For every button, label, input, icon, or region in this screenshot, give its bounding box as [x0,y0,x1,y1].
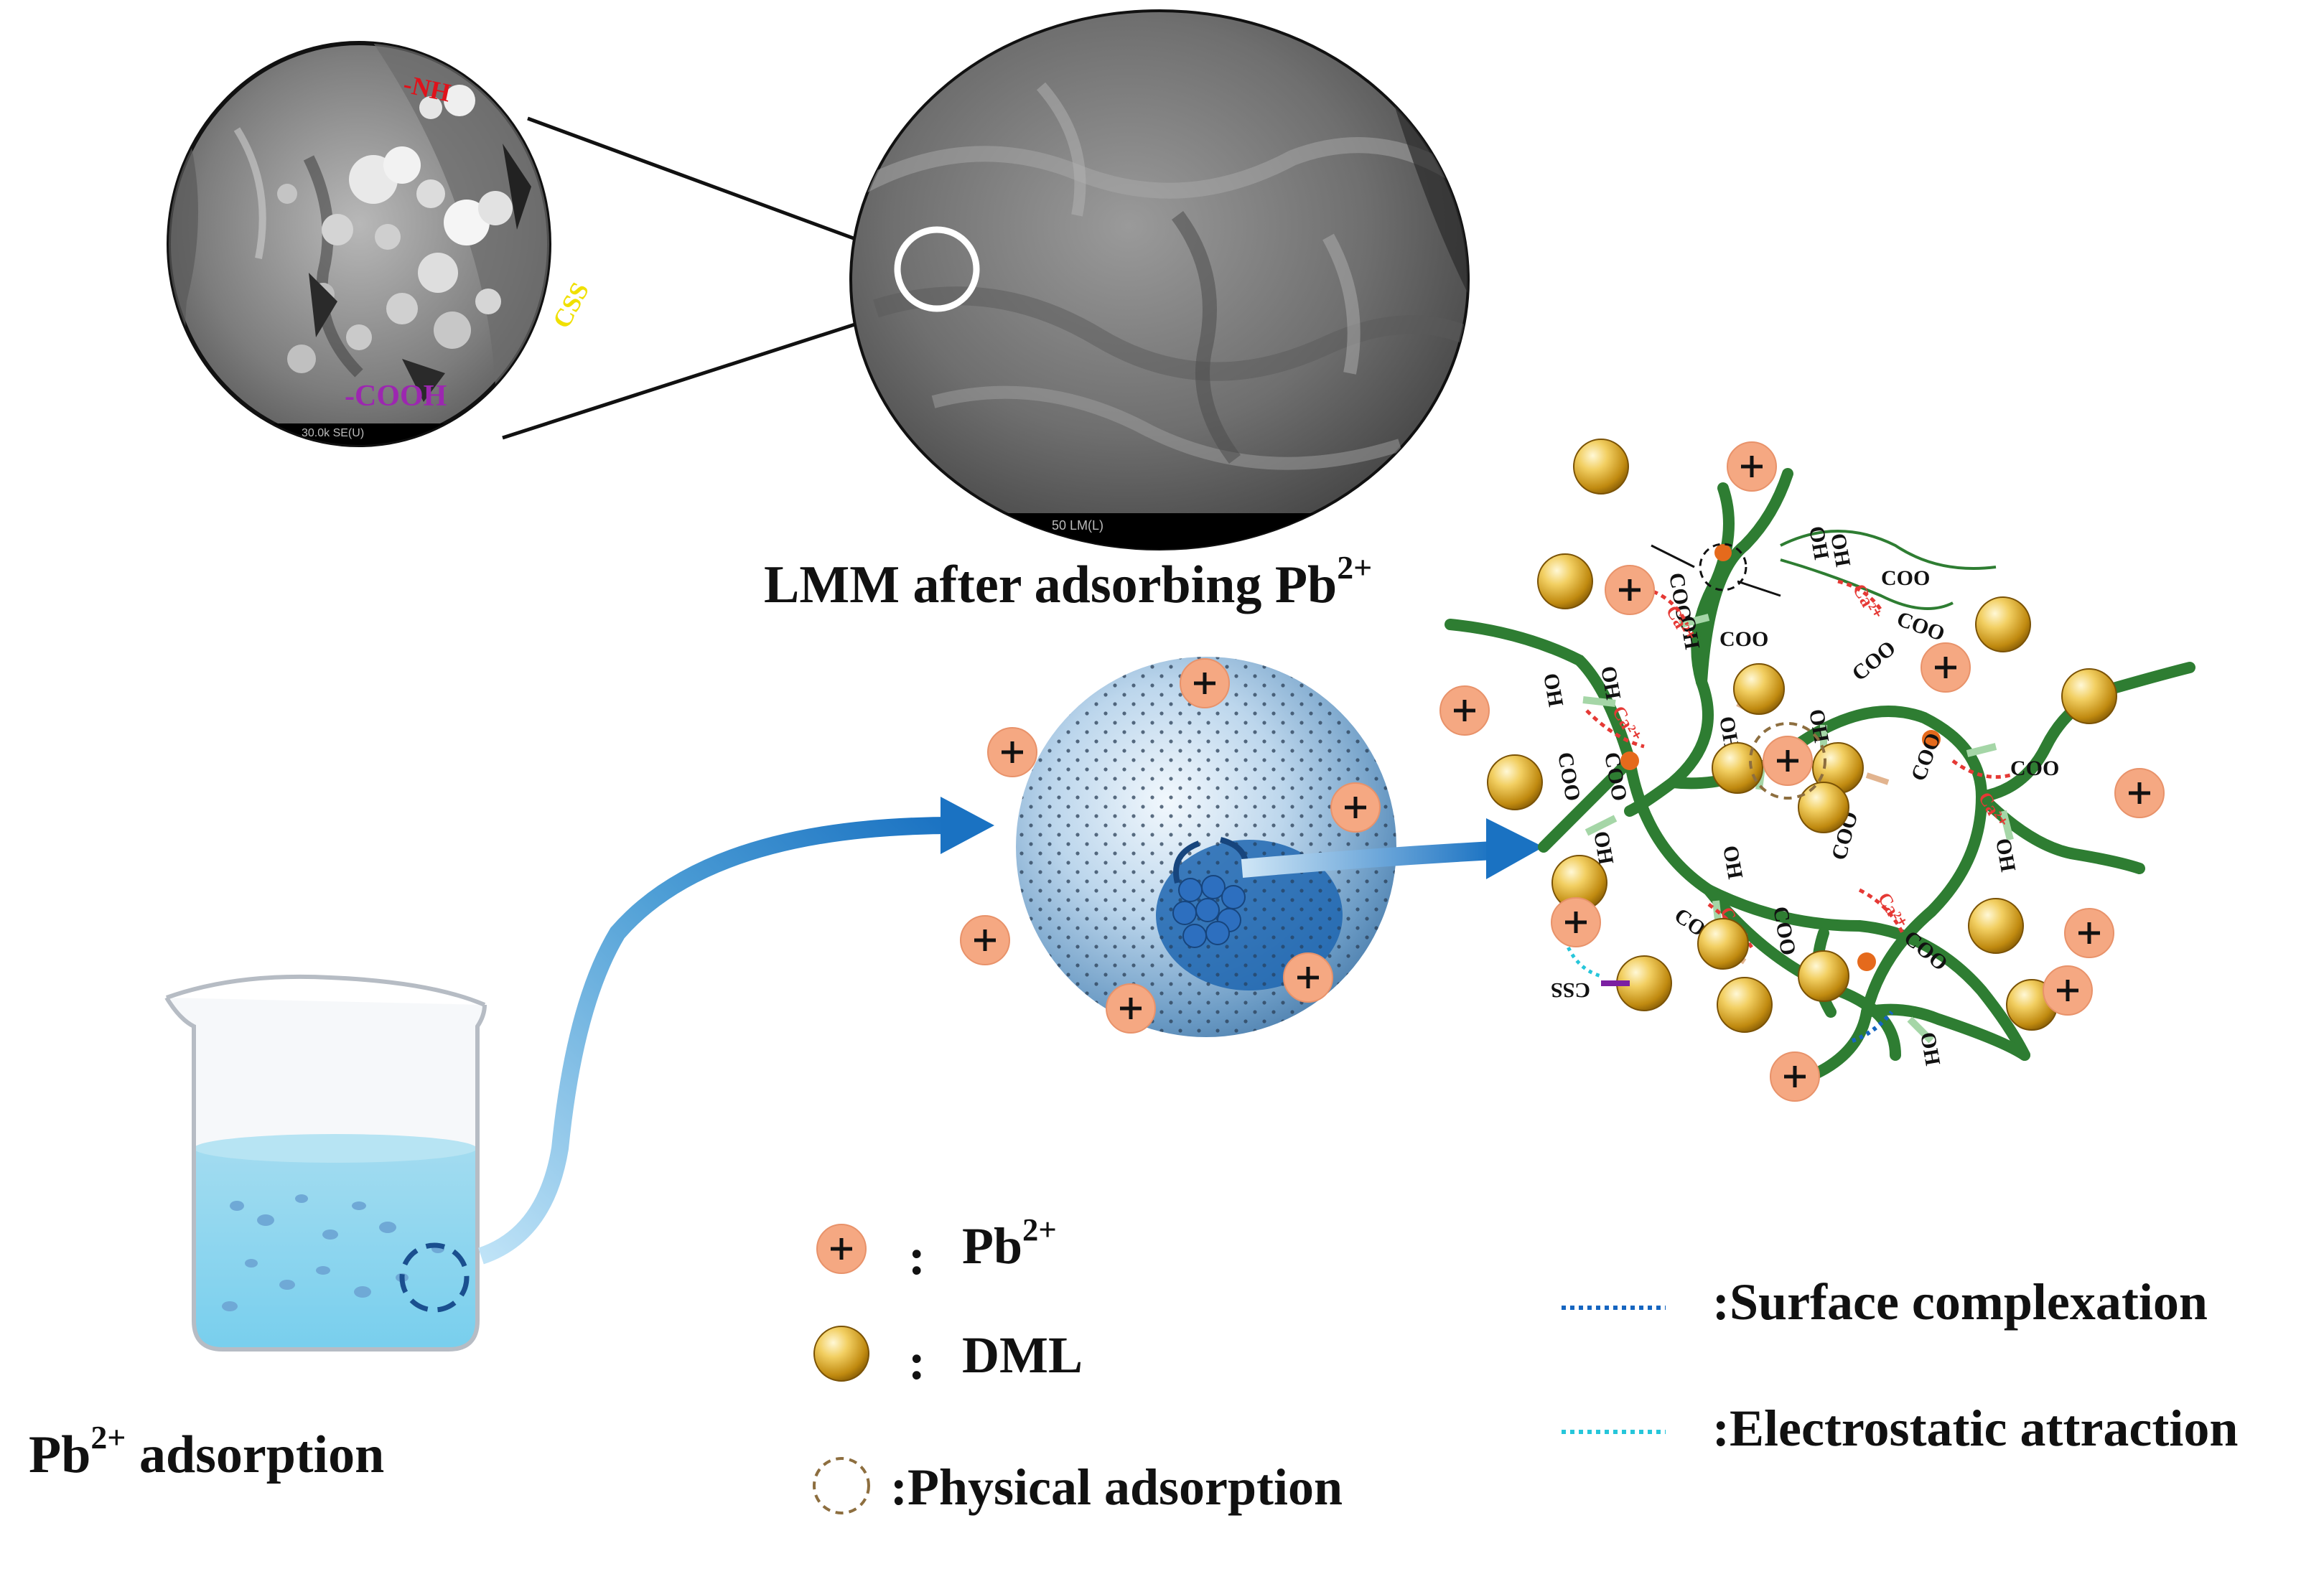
coo-label: COO [1553,750,1585,802]
zoom-connector-top [527,116,909,261]
legend-physical-icon [813,1457,870,1514]
legend-surface-label: :Surface complexation [1712,1273,2208,1331]
legend-colon: : [908,1333,925,1390]
oh-label: OH [1675,614,1704,651]
sem-main-caption: 50 LM(L) [1052,518,1103,533]
legend [813,1306,1666,1514]
coo-label: COO [1881,566,1930,590]
legend-dml-label: DML [962,1326,1083,1384]
oh-label: OH [1991,836,2020,873]
oh-label: OH [1539,671,1568,708]
legend-electrostatic-label: :Electrostatic attraction [1712,1400,2239,1457]
dml-spheres [1487,439,2117,1033]
beaker [164,974,487,1352]
css-group-label: CSS [547,278,594,333]
pb-ion [960,915,1010,965]
oh-label: OH [1596,664,1625,701]
oh-label: OH [1718,843,1747,881]
pb-ion [1727,441,1777,492]
coo-label: COO [2010,756,2059,780]
electrostatic-bond [1563,940,1602,978]
legend-colon: : [908,1228,925,1285]
ion-label: Ca²⁺ [1849,581,1886,624]
pb-ion [2114,768,2165,818]
coo-label: COO [1907,730,1946,784]
pb-ion [987,727,1037,777]
legend-dml-icon [813,1326,869,1382]
flow-arrow-1-head [941,797,994,854]
pb-ion [1330,782,1381,833]
flow-arrow-2-head [1486,818,1544,879]
pb-ion [1106,983,1156,1034]
coo-label: COO [1894,607,1949,646]
legend-pb-label: Pb2+ [962,1211,1057,1275]
coo-label: COO [1719,627,1768,651]
sem-main-image: 50 LM(L) [849,9,1470,551]
polymer-network: OH OH OH OH OH OH OH OH OH OH OH OH COO … [1445,439,2195,1082]
beaker-title: Pb2+ adsorption [29,1418,385,1484]
legend-physical-label: :Physical adsorption [890,1458,1343,1516]
pb-ion [1921,642,1971,693]
pb-ion [1605,565,1655,615]
pb-ion [2043,965,2093,1016]
ion-bridges [1585,579,2011,949]
pb-ion-layer [816,441,2165,1274]
flow-arrow-2 [1241,841,1494,878]
sem-zoom-image: 30.0k SE(U) -NH CSS -COOH [167,41,594,447]
pb-ion [1770,1051,1820,1102]
sem-zoom-caption: 30.0k SE(U) [302,427,364,439]
lmm-title: LMM after adsorbing Pb2+ [764,548,1373,614]
pb-ion [1763,736,1813,786]
coo-label: COO [1847,636,1900,685]
zoom-region-marker [894,226,980,312]
pb-ion [1439,685,1490,736]
physical-adsorption-marker [1749,722,1826,800]
pb-ion [1283,952,1333,1003]
oh-label: OH [1915,1030,1945,1067]
css-bound-label: CSS [1551,978,1590,1002]
oh-label: OH [1804,524,1834,561]
legend-pb-icon [816,1224,867,1274]
crosslink-nodes [1620,544,1941,971]
pb-ion [1551,897,1601,947]
adsorbent-sphere [1016,657,1396,1037]
cooh-group-label: -COOH [345,380,447,413]
beaker-zoom-marker [399,1242,470,1313]
flow-arrow-1 [477,817,956,1265]
oh-label: OH [1826,531,1855,568]
pb-ion [1180,658,1230,708]
pb-ion [2064,908,2114,958]
